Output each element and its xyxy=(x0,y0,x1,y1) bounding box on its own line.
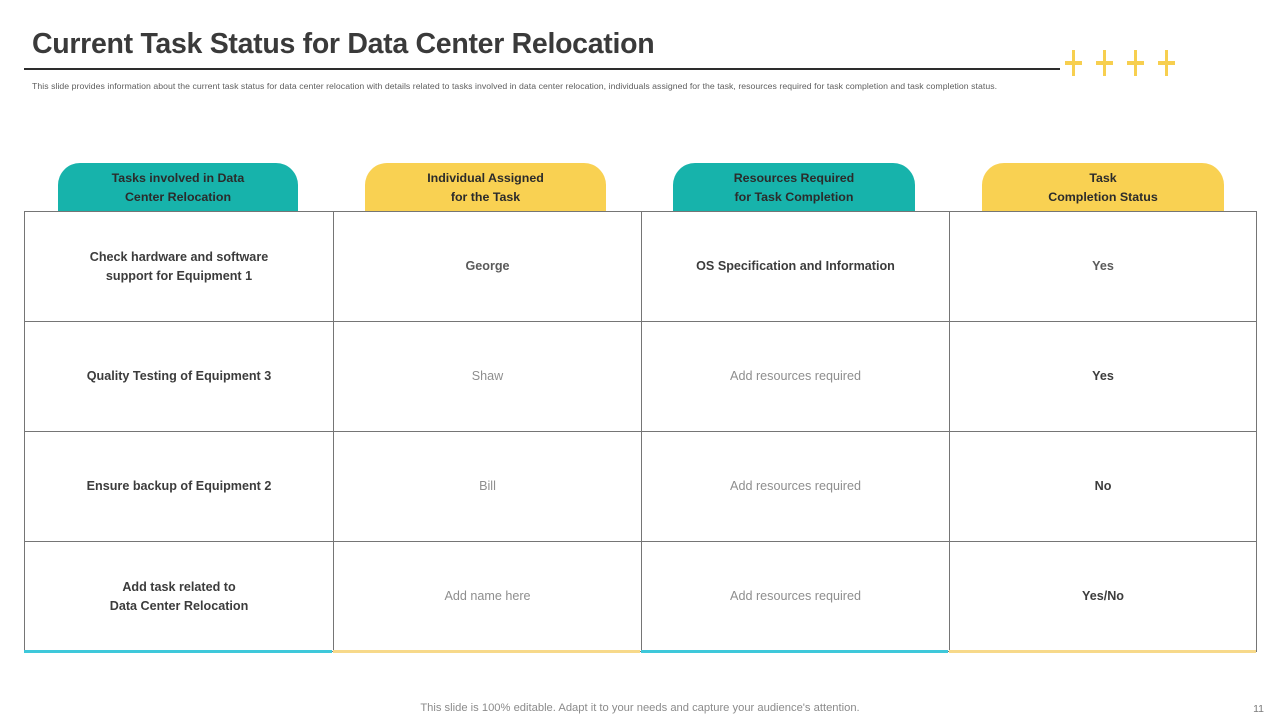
column-header-line1: Individual Assigned xyxy=(427,171,544,185)
page-title: Current Task Status for Data Center Relo… xyxy=(32,28,655,60)
table-bottom-accents xyxy=(24,650,1256,653)
accent-bar-individual xyxy=(333,650,640,653)
accent-bar-resources xyxy=(641,650,948,653)
slide-header: Current Task Status for Data Center Relo… xyxy=(0,0,1280,110)
task-status-table: Check hardware and software support for … xyxy=(24,211,1257,652)
task-line2: Data Center Relocation xyxy=(109,598,249,613)
column-header-line1: Resources Required xyxy=(733,171,855,185)
table-row[interactable]: Quality Testing of Equipment 3 Shaw Add … xyxy=(24,321,1257,432)
column-header-resources: Resources Required for Task Completion xyxy=(673,163,915,213)
column-header-line2: Center Relocation xyxy=(124,190,232,204)
cell-status: No xyxy=(949,431,1257,542)
cell-task: Ensure backup of Equipment 2 xyxy=(24,431,334,542)
column-header-line1: Tasks involved in Data xyxy=(111,171,245,185)
cell-status: Yes xyxy=(949,321,1257,432)
accent-bar-status xyxy=(949,650,1256,653)
cell-individual: Add name here xyxy=(333,541,642,652)
status-table-wrapper: Check hardware and software support for … xyxy=(24,211,1257,652)
cell-resources: Add resources required xyxy=(641,321,950,432)
column-header-tasks: Tasks involved in Data Center Relocation xyxy=(58,163,298,213)
cell-individual: Bill xyxy=(333,431,642,542)
task-line1: Add task related to xyxy=(122,579,236,594)
table-column-headers: Tasks involved in Data Center Relocation… xyxy=(0,163,1280,213)
table-row[interactable]: Ensure backup of Equipment 2 Bill Add re… xyxy=(24,431,1257,542)
cell-task: Add task related to Data Center Relocati… xyxy=(24,541,334,652)
page-subtitle: This slide provides information about th… xyxy=(32,81,998,91)
cell-individual: Shaw xyxy=(333,321,642,432)
column-header-line2: for the Task xyxy=(450,190,521,204)
plus-icon xyxy=(1063,50,1085,76)
plus-icon xyxy=(1156,50,1178,76)
column-header-line1: Task xyxy=(1089,171,1117,185)
cell-status: Yes xyxy=(949,211,1257,322)
table-row[interactable]: Check hardware and software support for … xyxy=(24,211,1257,322)
cell-task: Quality Testing of Equipment 3 xyxy=(24,321,334,432)
plus-icon xyxy=(1125,50,1147,76)
column-header-line2: Completion Status xyxy=(1048,190,1158,204)
cell-status: Yes/No xyxy=(949,541,1257,652)
cell-individual: George xyxy=(333,211,642,322)
footer-note: This slide is 100% editable. Adapt it to… xyxy=(420,702,860,714)
column-header-status: Task Completion Status xyxy=(982,163,1224,213)
page-number: 11 xyxy=(1253,703,1264,715)
task-line1: Quality Testing of Equipment 3 xyxy=(86,369,272,383)
task-line1: Check hardware and software xyxy=(89,249,269,264)
cell-resources: Add resources required xyxy=(641,431,950,542)
column-header-individual: Individual Assigned for the Task xyxy=(365,163,606,213)
title-divider xyxy=(24,68,1060,70)
task-line2: support for Equipment 1 xyxy=(105,268,253,283)
cell-resources: OS Specification and Information xyxy=(641,211,950,322)
column-header-line2: for Task Completion xyxy=(734,190,854,204)
cell-task: Check hardware and software support for … xyxy=(24,211,334,322)
task-line1: Ensure backup of Equipment 2 xyxy=(86,479,272,493)
plus-icon xyxy=(1094,50,1116,76)
plus-decoration-group xyxy=(1060,50,1190,82)
accent-bar-tasks xyxy=(24,650,332,653)
cell-resources: Add resources required xyxy=(641,541,950,652)
table-row[interactable]: Add task related to Data Center Relocati… xyxy=(24,541,1257,652)
